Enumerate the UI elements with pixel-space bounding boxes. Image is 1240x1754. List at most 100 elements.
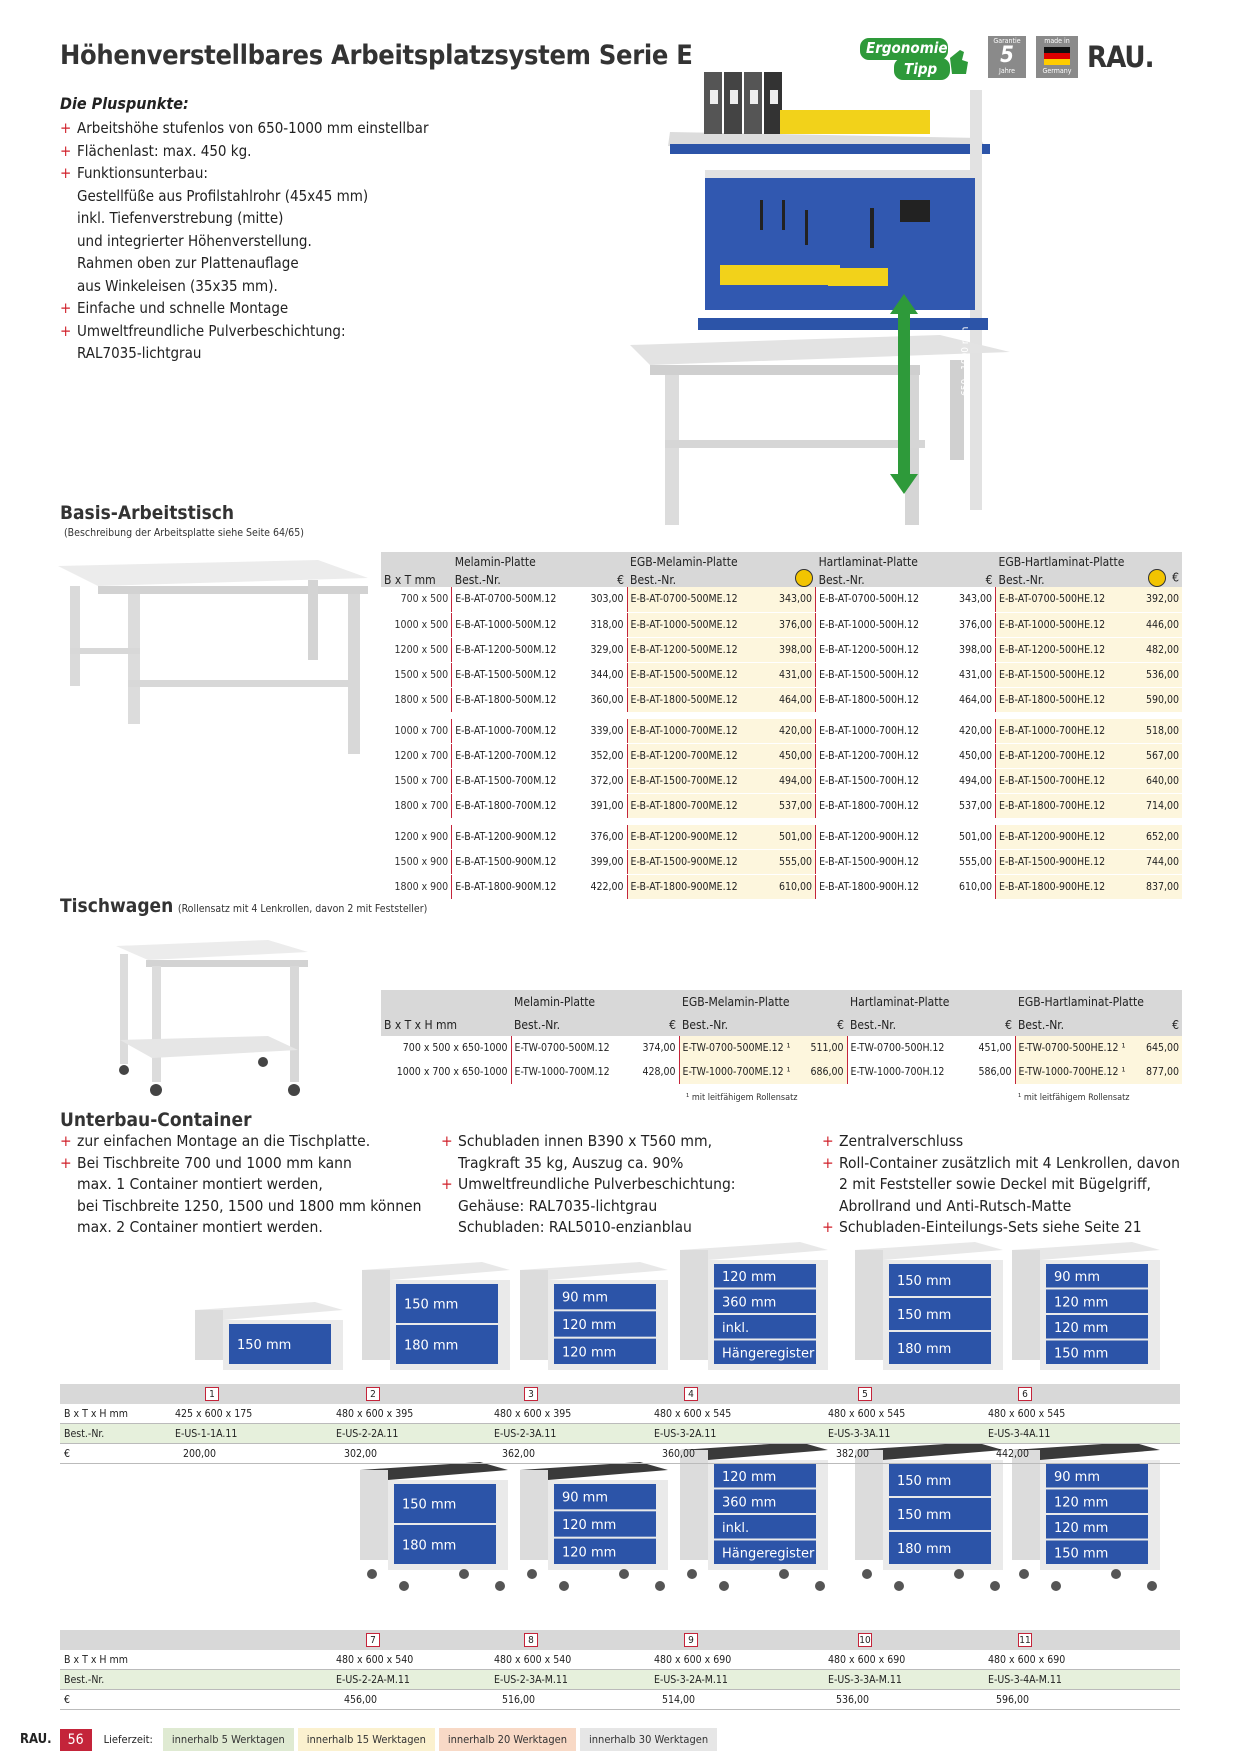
list-item-text: Zentralverschluss <box>839 1132 964 1150</box>
row-label: € <box>64 1694 71 1706</box>
lieferzeit-pill: innerhalb 30 Werktagen <box>580 1728 718 1751</box>
price-cell: 376,00 <box>933 612 996 638</box>
list-item-continuation: Gestellfüße aus Profilstahlrohr (45x45 m… <box>77 186 369 205</box>
drawer-height-label: 120 mm <box>1054 1295 1108 1310</box>
drawer-front <box>714 1315 816 1339</box>
price-cell: 420,00 <box>933 718 996 744</box>
drawer-front <box>889 1264 991 1296</box>
best-header: Best.-Nr. <box>679 1013 807 1036</box>
drawer-front <box>1046 1540 1148 1564</box>
best-nr-cell: E-B-AT-1500-900M.12 <box>451 849 568 875</box>
drawer-height-label: 120 mm <box>562 1345 616 1360</box>
group-spacer <box>381 712 1182 719</box>
best-nr-cell: E-B-AT-1200-900M.12 <box>451 824 568 850</box>
castor-wheel <box>954 1569 964 1579</box>
price-cell: 586,00 <box>978 1066 1012 1078</box>
eur-header: € <box>1172 570 1179 585</box>
eur-header: € <box>567 569 628 587</box>
best-nr-cell: E-B-AT-1200-500HE.12 <box>995 637 1135 663</box>
eur-header: € <box>807 1013 847 1036</box>
best-nr-cell: E-B-AT-1800-900HE.12 <box>995 874 1135 900</box>
lieferzeit-pill: innerhalb 20 Werktagen <box>438 1728 577 1751</box>
best-nr-cell: E-B-AT-1000-700ME.12 <box>626 718 756 744</box>
drawer-height-label: 180 mm <box>404 1339 458 1354</box>
container-size-value: 425 x 600 x 175 <box>175 1408 253 1420</box>
best-header: Best.-Nr. <box>627 569 756 587</box>
ergonomie-tipp-badge: Ergonomie Tipp <box>858 36 968 82</box>
drawer-height-label: 150 mm <box>237 1338 291 1353</box>
price-cell: 464,00 <box>755 687 816 713</box>
price-cell: 376,00 <box>567 824 628 850</box>
price-cell: 451,00 <box>978 1042 1012 1054</box>
best-nr-cell: E-B-AT-1200-700H.12 <box>815 743 934 769</box>
container-number: 7 <box>366 1633 380 1647</box>
best-nr-cell: E-TW-1000-700ME.12 ¹ <box>678 1060 807 1084</box>
unterbau-col3: +Zentralverschluss +Roll-Container zusät… <box>822 1131 1180 1239</box>
container-best-value: E-US-3-2A-M.11 <box>654 1674 728 1686</box>
drawer-front <box>554 1484 656 1510</box>
container-best-value: E-US-3-3A.11 <box>828 1428 891 1440</box>
price-cell: 376,00 <box>755 612 816 638</box>
container-price-value: 360,00 <box>662 1448 696 1460</box>
price-cell: 420,00 <box>755 718 816 744</box>
eur-header: € <box>959 1013 1015 1036</box>
container-best-value: E-US-3-3A-M.11 <box>828 1674 902 1686</box>
drawer-height-label: 120 mm <box>562 1518 616 1533</box>
best-nr-cell: E-B-AT-1200-900HE.12 <box>995 824 1135 850</box>
list-item-text: Funktionsunterbau: <box>77 164 208 182</box>
drawer-front <box>229 1324 331 1364</box>
unterbau-col2: +Schubladen innen B390 x T560 mm, Tragkr… <box>441 1131 736 1239</box>
esd-icon <box>1148 569 1167 587</box>
best-nr-cell: E-B-AT-1800-700H.12 <box>815 793 934 819</box>
list-item-continuation: Gehäuse: RAL7035-lichtgrau <box>458 1196 658 1215</box>
price-cell: 555,00 <box>755 849 816 875</box>
drawer-front <box>1046 1340 1148 1364</box>
list-item-continuation: Schubladen: RAL5010-enzianblau <box>458 1218 692 1236</box>
best-nr-cell: E-B-AT-1200-500M.12 <box>451 637 568 663</box>
best-nr-cell: E-B-AT-1000-500ME.12 <box>626 612 756 638</box>
price-cell: 555,00 <box>933 849 996 875</box>
drawer-front <box>889 1332 991 1364</box>
list-item: +Funktionsunterbau: <box>60 162 429 185</box>
container-number: 5 <box>858 1387 872 1401</box>
castor-wheel <box>619 1569 629 1579</box>
container-best-value: E-US-2-3A-M.11 <box>494 1674 568 1686</box>
price-cell: 537,00 <box>933 793 996 819</box>
price-cell: 428,00 <box>642 1066 676 1078</box>
drawer-front <box>554 1311 656 1337</box>
best-nr-cell: E-B-AT-1000-700HE.12 <box>995 718 1135 744</box>
tischwagen-heading: Tischwagen (Rollensatz mit 4 Lenkrollen,… <box>60 895 427 917</box>
page-title: Höhenverstellbares Arbeitsplatzsystem Se… <box>60 40 693 71</box>
best-nr-cell: E-B-AT-1500-900H.12 <box>815 849 934 875</box>
best-nr-cell: E-B-AT-1200-500ME.12 <box>626 637 756 663</box>
price-cell: 352,00 <box>567 743 628 769</box>
drawer-height-label: inkl. <box>722 1521 749 1536</box>
footnote: ¹ mit leitfähigem Rollensatz <box>1018 1093 1130 1103</box>
price-cell: 339,00 <box>567 718 628 744</box>
best-nr-cell: E-B-AT-1800-500M.12 <box>451 687 568 713</box>
price-cell: 652,00 <box>1134 824 1182 850</box>
drawer-height-label: 90 mm <box>1054 1470 1100 1485</box>
best-nr-cell: E-B-AT-0700-500HE.12 <box>995 587 1135 613</box>
tischwagen-subtitle: (Rollensatz mit 4 Lenkrollen, davon 2 mi… <box>177 903 428 915</box>
drawer-height-label: Hängeregister <box>722 1546 815 1561</box>
price-cell: 329,00 <box>567 637 628 663</box>
group-header: Melamin-Platte <box>511 990 679 1013</box>
container-price-value: 442,00 <box>996 1448 1030 1460</box>
container-best-value: E-US-2-3A.11 <box>494 1428 557 1440</box>
list-item-text: Arbeitshöhe stufenlos von 650-1000 mm ei… <box>77 119 429 137</box>
drawer-height-label: 120 mm <box>562 1318 616 1333</box>
